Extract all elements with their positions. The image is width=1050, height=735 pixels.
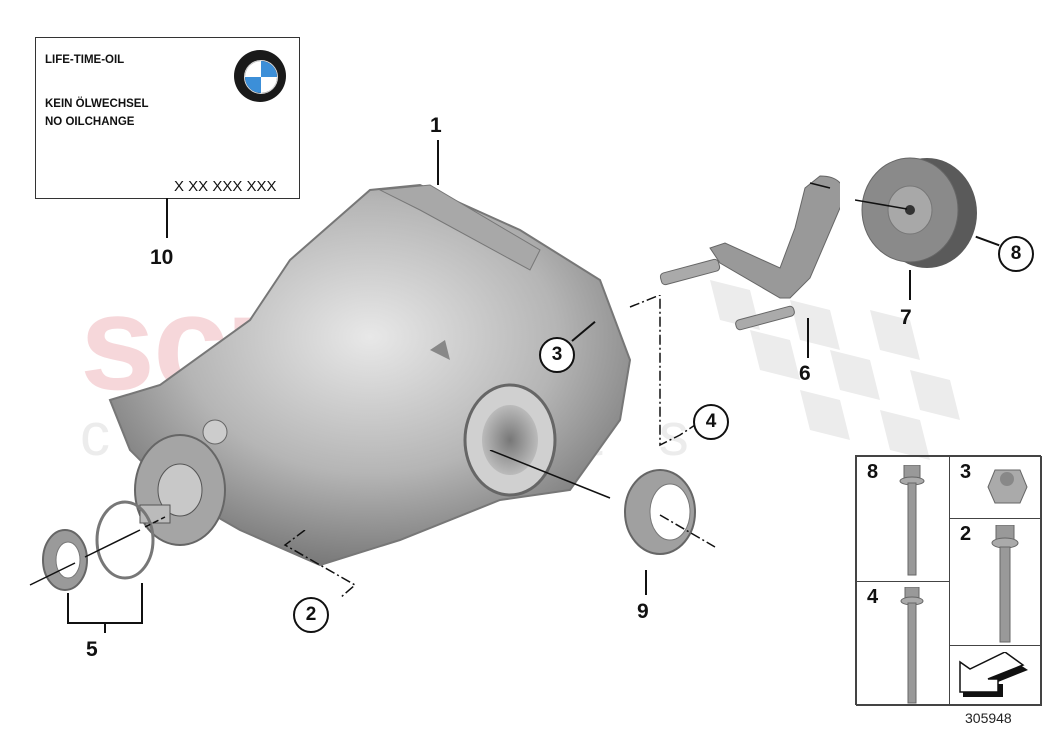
label-part-number: X XX XXX XXX: [174, 178, 277, 195]
direction-arrow-icon: [959, 652, 1028, 697]
leader-line-10: [166, 198, 168, 238]
tensioner-bracket-illustration: [659, 175, 840, 331]
leader-line-4: [629, 295, 696, 447]
differential-housing-illustration: [108, 183, 632, 567]
leader-line-6: [807, 318, 809, 358]
nut-icon: [987, 469, 1028, 504]
leader-line-2: [283, 530, 357, 599]
fastener-cell-3: 3: [949, 456, 1042, 519]
callout-4-circle: 4: [693, 404, 729, 440]
leader-line-1: [437, 140, 439, 185]
leader-line-9: [645, 570, 647, 595]
bolt-icon: [991, 525, 1019, 643]
fastener-number: 2: [960, 523, 972, 545]
shaft-seal-illustration: [489, 450, 716, 555]
direction-arrow-cell: [949, 645, 1042, 706]
fastener-number: 3: [960, 461, 972, 483]
callout-7: 7: [900, 306, 912, 329]
callout-1: 1: [430, 114, 442, 137]
callout-3-circle: 3: [539, 337, 575, 373]
callout-9: 9: [637, 600, 649, 623]
fastener-cell-4: 4: [856, 581, 950, 706]
checkered-flag-watermark: [710, 280, 960, 460]
fastener-number: 4: [867, 586, 879, 608]
callout-2-circle: 2: [293, 597, 329, 633]
label-line-2: KEIN ÖLWECHSEL: [45, 98, 149, 110]
fastener-cell-8: 8: [856, 456, 950, 582]
label-line-3: NO OILCHANGE: [45, 116, 135, 128]
fastener-cell-2: 2: [949, 518, 1042, 646]
fastener-grid: 8 3 2 4: [855, 455, 1042, 706]
bolt-icon: [900, 587, 924, 704]
idler-pulley-illustration: [855, 157, 977, 268]
bolt-icon: [899, 465, 925, 576]
callout-6: 6: [799, 362, 811, 385]
callout-5: 5: [86, 638, 98, 661]
pinion-nut-and-oring-illustration: [29, 500, 166, 633]
bmw-logo-icon: [234, 50, 286, 102]
diagram-reference-number: 305948: [965, 710, 1012, 726]
label-line-1: LIFE-TIME-OIL: [45, 54, 125, 66]
callout-8-circle: 8: [998, 236, 1034, 272]
fastener-number: 8: [867, 461, 879, 483]
callout-10: 10: [150, 246, 174, 269]
leader-line-7: [909, 270, 911, 300]
lifetime-oil-label: LIFE-TIME-OIL KEIN ÖLWECHSEL NO OILCHANG…: [35, 37, 300, 199]
